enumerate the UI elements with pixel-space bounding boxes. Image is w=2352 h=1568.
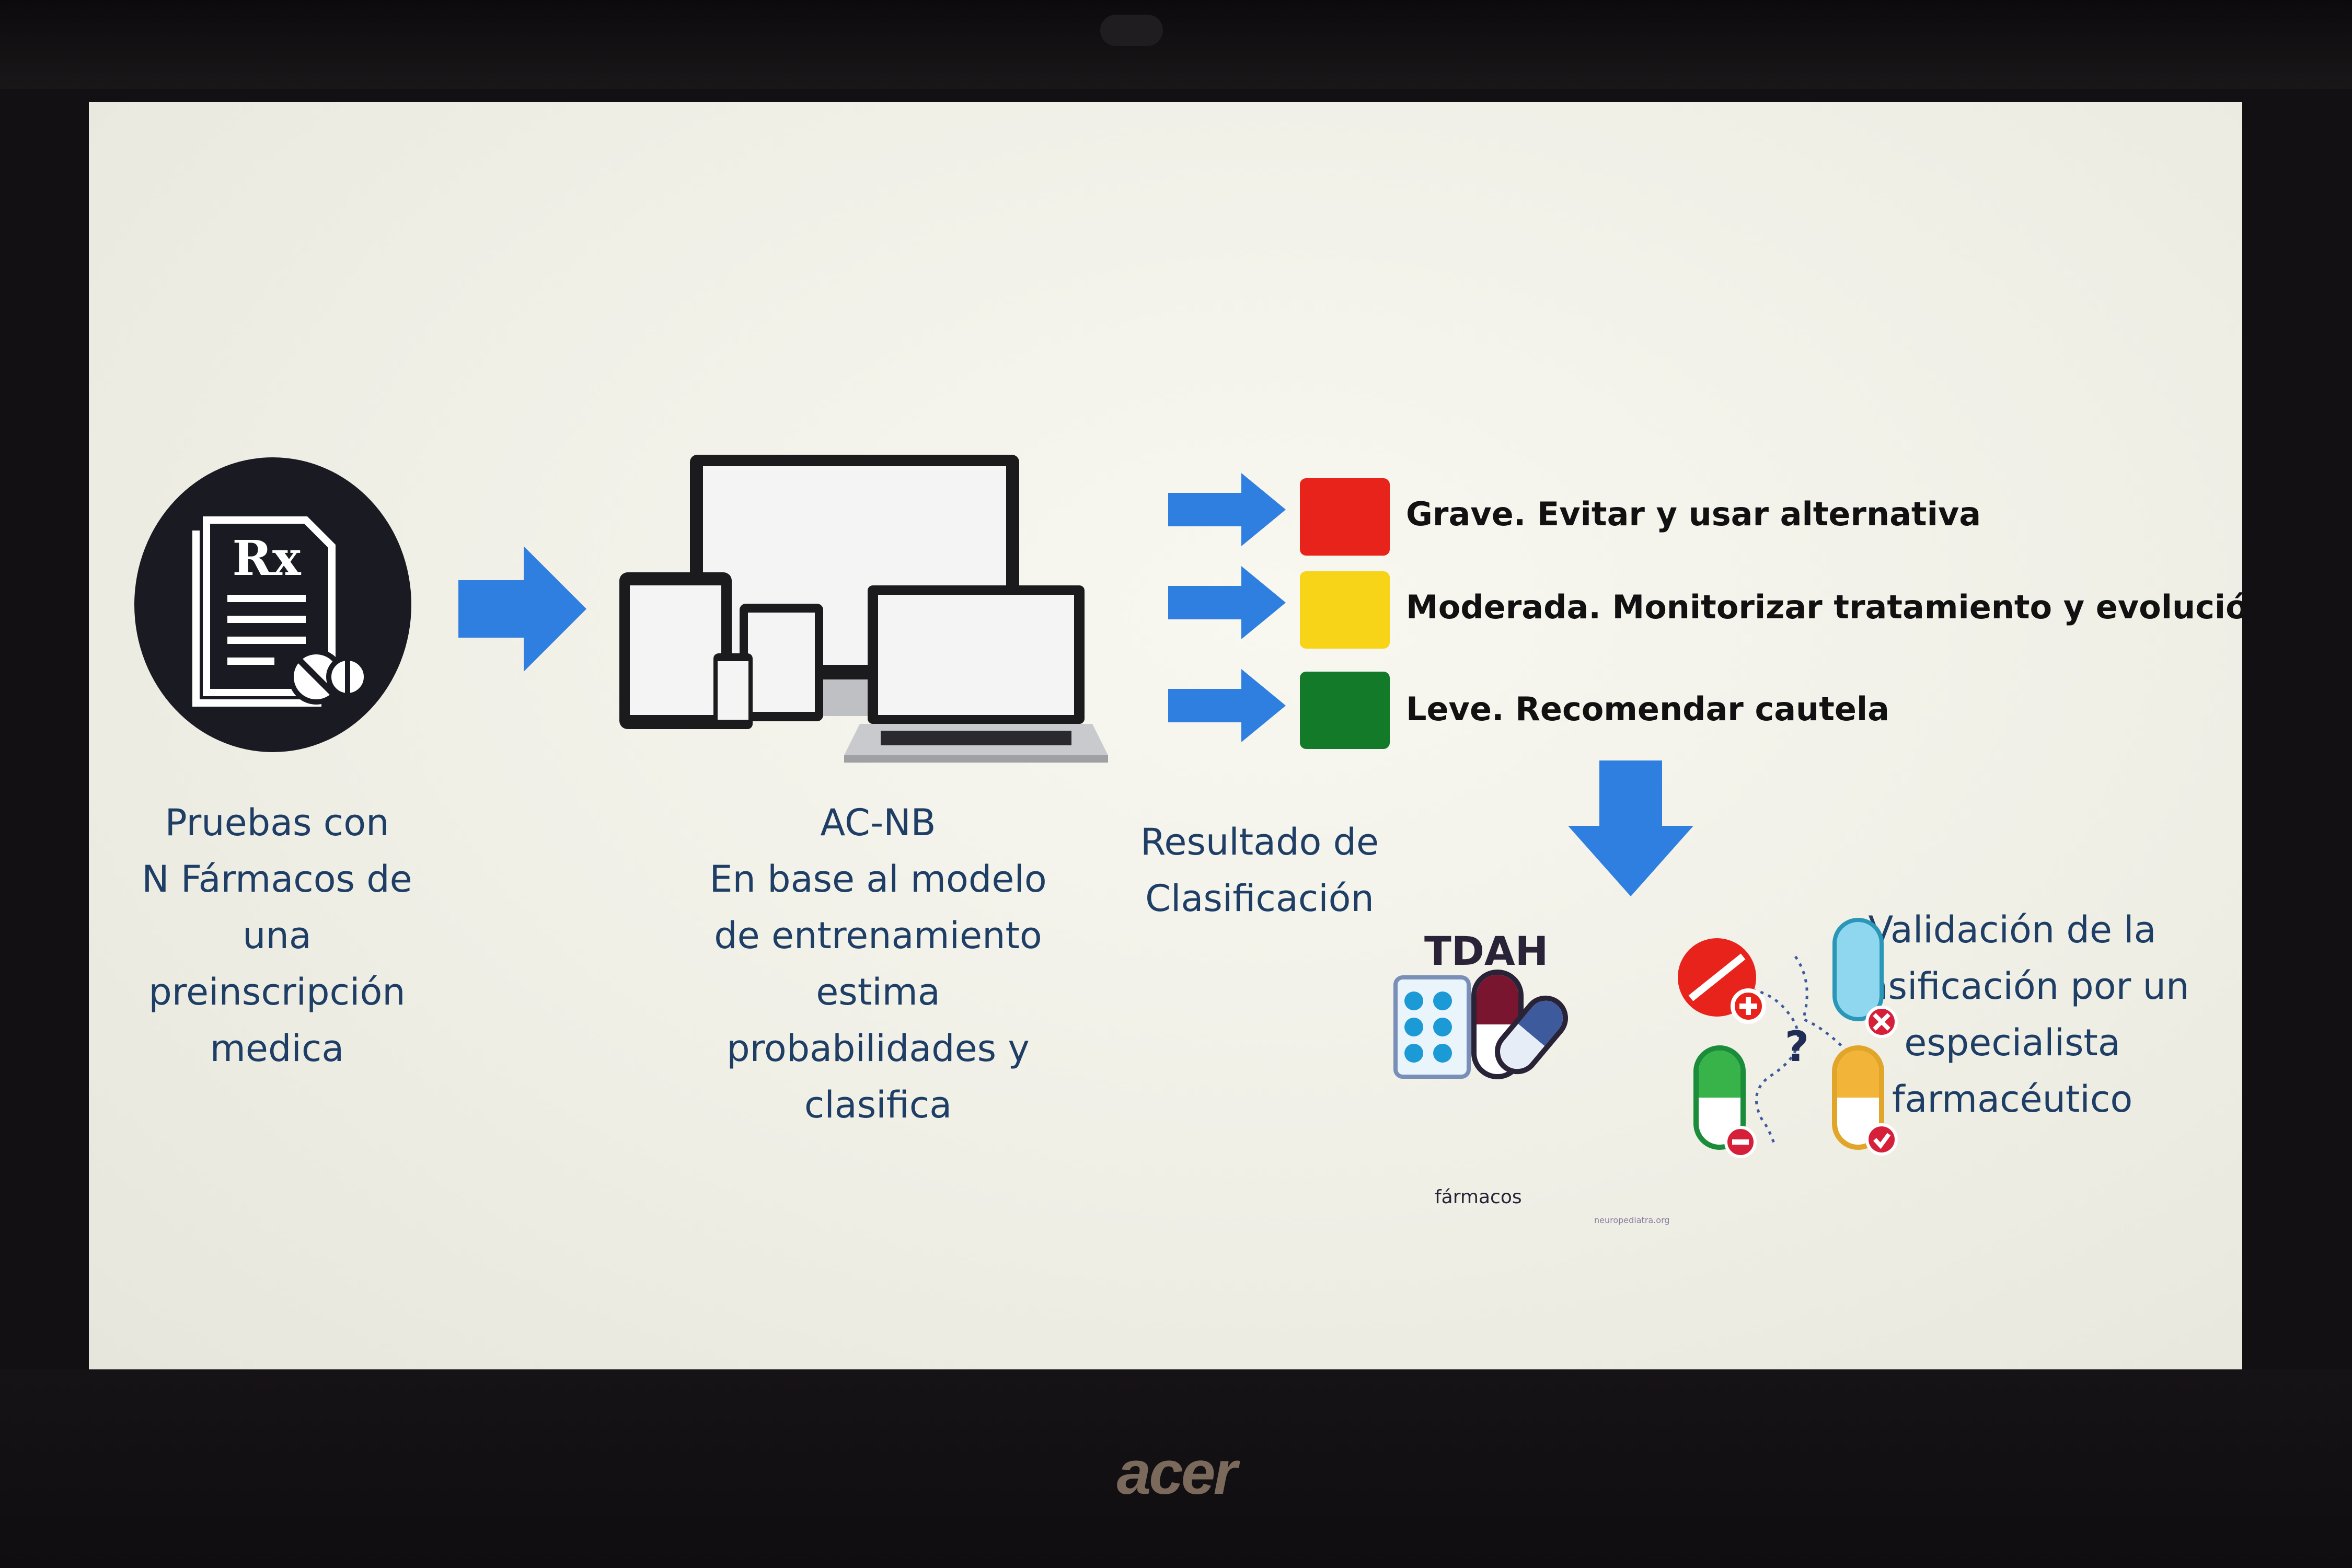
arrow-right-icon: [458, 546, 586, 672]
prescription-icon: Rx: [134, 457, 411, 752]
severity-label-grave: Grave. Evitar y usar alternativa: [1406, 495, 1981, 533]
severity-label-leve: Leve. Recomendar cautela: [1406, 690, 1889, 728]
tdah-title: TDAH: [1424, 928, 1549, 974]
severity-swatch-moderada: [1300, 571, 1390, 649]
severity-swatch-grave: [1300, 478, 1390, 556]
rx-mark: Rx: [232, 530, 301, 586]
arrow-right-icon: [1168, 566, 1286, 639]
webcam: [1100, 15, 1163, 46]
arrow-right-icon: [1168, 473, 1286, 546]
slide-screen: Rx Grave. Evitar y usar alternativa Mode: [89, 102, 2242, 1369]
result-caption: Resultado de Clasificación: [1140, 821, 1379, 920]
tdah-drugs-icon: [1393, 970, 1568, 1079]
devices-icon: [619, 455, 1108, 763]
brand-logo: acer: [1116, 1438, 1238, 1507]
severity-swatch-leve: [1300, 672, 1390, 749]
bezel-top: [0, 0, 2352, 89]
pills-icon: ?: [1678, 918, 1898, 1158]
tdah-source: neuropediatra.org: [1594, 1215, 1670, 1225]
pills-question: ?: [1785, 1022, 1809, 1071]
arrow-right-icon: [1168, 669, 1286, 742]
tdah-subtitle: fármacos: [1435, 1186, 1522, 1208]
severity-label-moderada: Moderada. Monitorizar tratamiento y evol…: [1406, 588, 2242, 626]
model-caption: AC-NB En base al modelo de entrenamiento…: [709, 801, 1047, 1126]
bezel-bottom: [0, 1369, 2352, 1568]
input-caption: Pruebas con N Fármacos de una preinscrip…: [142, 801, 412, 1070]
arrow-down-icon: [1568, 760, 1693, 896]
